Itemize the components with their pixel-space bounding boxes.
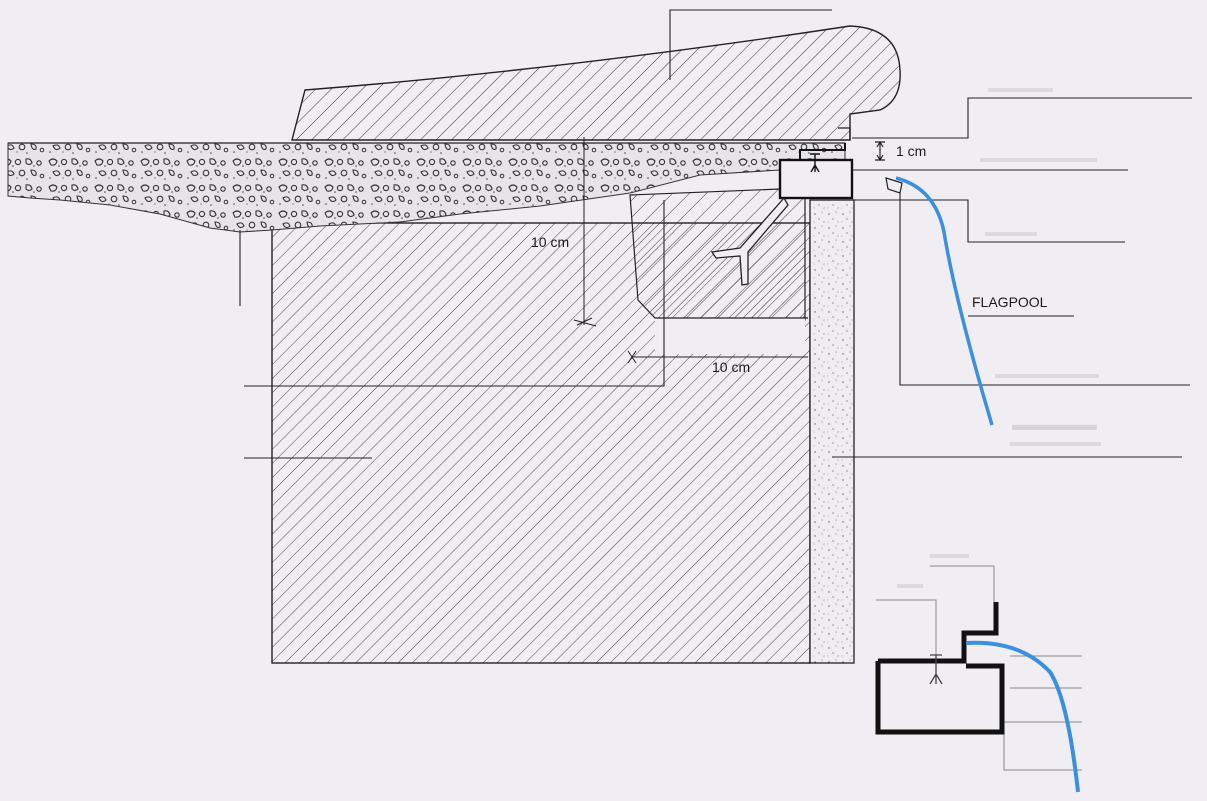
depth-dimension-label: 10 cm: [531, 234, 569, 250]
leader-liner-clip: [899, 190, 1190, 386]
width-dimension-tick-2: [627, 350, 637, 364]
detail-leader-top: [930, 565, 995, 602]
leader-beam: [852, 199, 1125, 243]
detail-leader-left: [876, 599, 937, 655]
detail-profile-top: [878, 602, 999, 664]
beam-cutout: [655, 318, 805, 354]
coping-step: [838, 127, 851, 140]
profile-screw: [810, 153, 820, 173]
faded-label-7: ▬▬▬: [930, 546, 969, 561]
pool-liner: [895, 176, 994, 426]
profile-detail-inset: [875, 565, 1082, 793]
detail-screw: [929, 654, 943, 685]
width-dimension-label: 10 cm: [712, 359, 750, 375]
depth-dimension-tick-2: [576, 317, 593, 326]
faded-label-6: ▬▬▬▬▬▬▬: [1010, 434, 1101, 449]
detail-liner: [965, 640, 1080, 793]
gap-dimension-arrows: [875, 140, 885, 162]
liner-clip: [885, 177, 903, 194]
faded-label-4: ▬▬▬▬▬▬▬▬: [995, 366, 1099, 381]
liner-label: FLAGPOOL: [972, 294, 1048, 310]
faded-label-8: ▬▬: [897, 576, 923, 591]
leader-profile: [852, 97, 1192, 139]
render-strip: [809, 199, 855, 664]
leader-coping: [669, 9, 832, 80]
detail-leader-down: [1003, 672, 1082, 771]
faded-label-1: ▬▬▬▬▬: [988, 80, 1053, 95]
detail-profile-box: [875, 661, 1005, 735]
anchor-bracket: [710, 196, 789, 286]
leader-beam-left: [244, 200, 665, 387]
profile-top-flange: [799, 143, 846, 160]
faded-label-5: ▬▬▬▬▬: [1012, 415, 1097, 434]
depth-dimension-tick: [573, 319, 597, 327]
gap-dimension-label: 1 cm: [896, 143, 926, 159]
coping-stone: [291, 25, 901, 141]
faded-label-3: ▬▬▬▬: [985, 224, 1037, 239]
faded-label-2: ▬▬▬▬▬▬▬▬▬: [980, 150, 1097, 165]
